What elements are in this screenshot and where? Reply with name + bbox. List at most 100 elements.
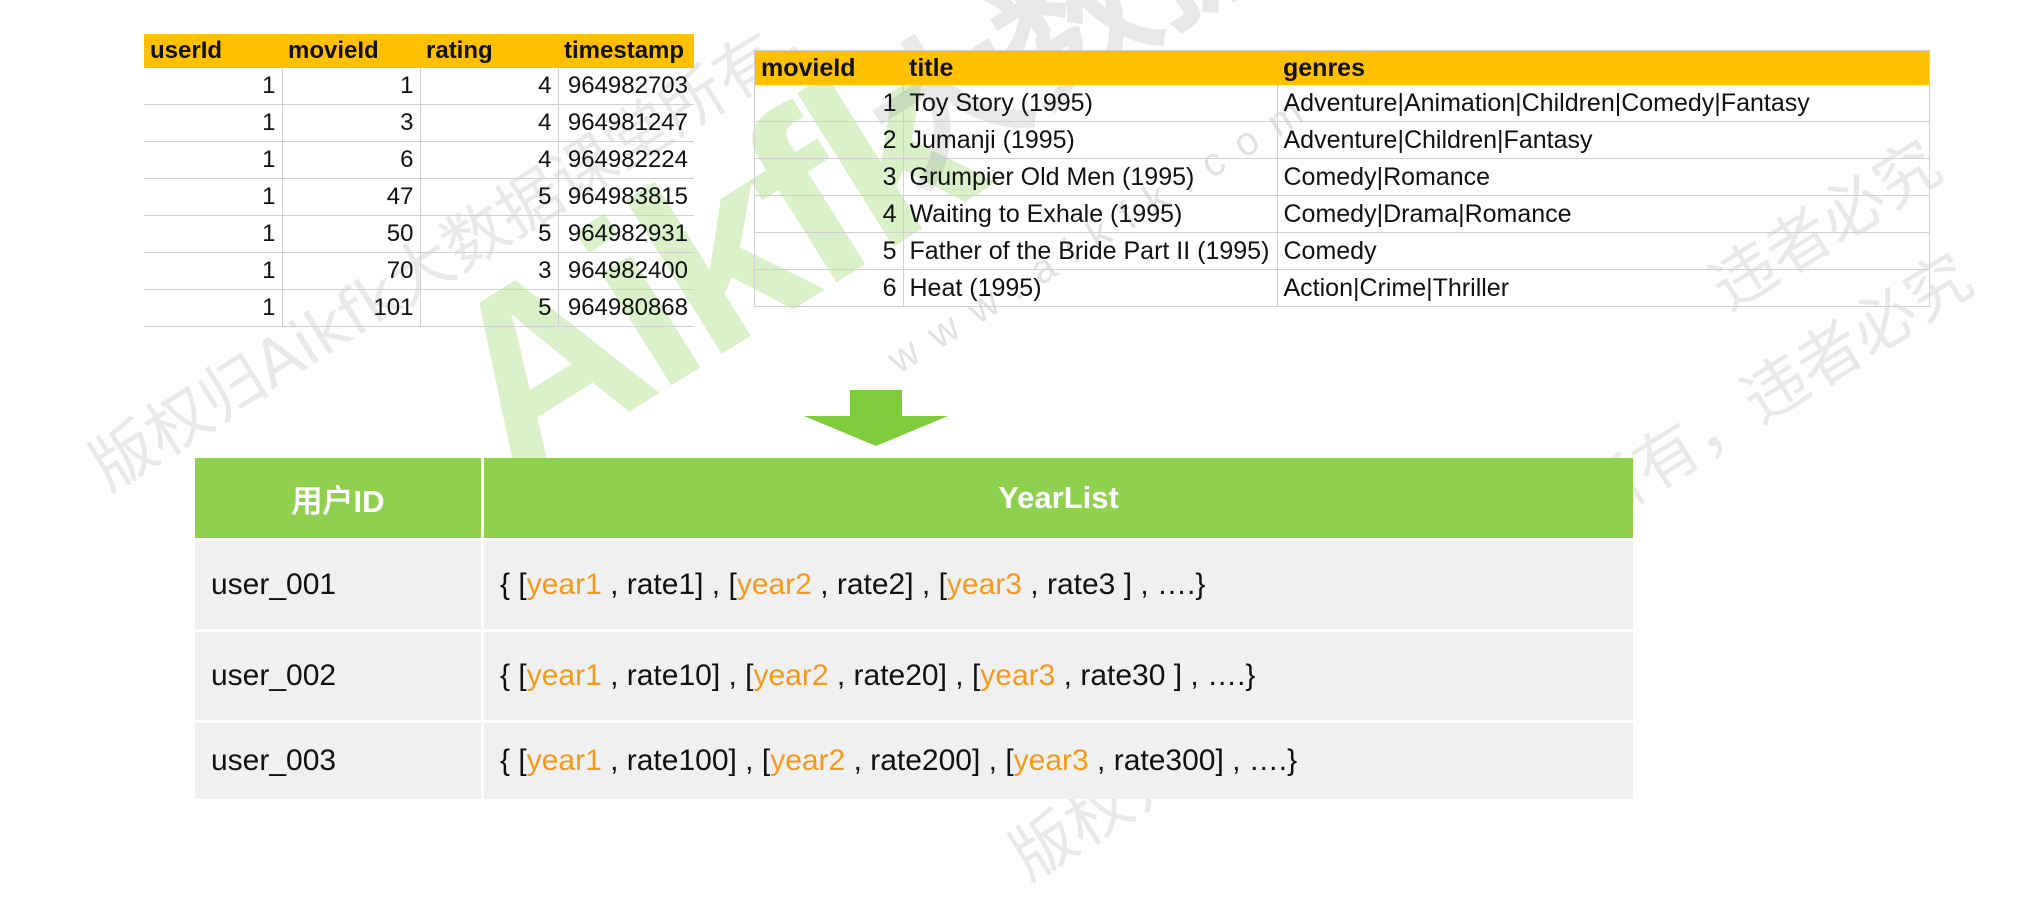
- ratings-cell-movieid: 50: [282, 215, 421, 253]
- ratings-cell-timestamp: 964981247: [558, 104, 694, 142]
- year-token: year3: [1013, 744, 1089, 777]
- list-text: , rate1] , [: [601, 568, 737, 601]
- movies-cell-title: Heat (1995): [902, 269, 1277, 307]
- ratings-cell-timestamp: 964982224: [558, 141, 694, 179]
- year-token: year3: [980, 659, 1056, 692]
- ratings-cell-timestamp: 964982931: [558, 215, 694, 253]
- movies-cell-title: Father of the Bride Part II (1995): [902, 232, 1277, 270]
- ratings-cell-rating: 5: [420, 178, 559, 216]
- movies-header-genres: genres: [1277, 50, 1930, 85]
- ratings-cell-timestamp: 964980868: [558, 289, 694, 327]
- movies-header-title: title: [903, 50, 1277, 85]
- ratings-cell-userid: 1: [144, 289, 283, 327]
- movies-cell-genres: Comedy: [1276, 232, 1930, 270]
- list-text: , rate10] , [: [601, 659, 754, 692]
- movies-cell-movieid: 4: [754, 195, 903, 233]
- result-cell-yearlist: { [year1 , rate10] , [year2 , rate20] , …: [482, 629, 1633, 722]
- movies-cell-genres: Action|Crime|Thriller: [1276, 269, 1930, 307]
- movies-cell-title: Jumanji (1995): [902, 121, 1277, 159]
- ratings-cell-userid: 1: [144, 215, 283, 253]
- ratings-cell-movieid: 70: [282, 252, 421, 290]
- list-text: , rate300] , ….}: [1088, 744, 1298, 777]
- movies-header-movieid: movieId: [754, 50, 903, 85]
- ratings-cell-movieid: 1: [282, 68, 421, 105]
- ratings-cell-rating: 4: [420, 104, 559, 142]
- ratings-cell-userid: 1: [144, 68, 283, 105]
- ratings-cell-timestamp: 964982703: [558, 68, 694, 105]
- result-cell-user: user_002: [195, 629, 484, 722]
- list-text: , rate100] , [: [601, 744, 771, 777]
- result-cell-user: user_001: [195, 538, 484, 631]
- year-token: year1: [526, 659, 602, 692]
- ratings-cell-userid: 1: [144, 104, 283, 142]
- list-text: { [: [500, 744, 527, 777]
- result-body: user_001{ [year1 , rate1] , [year2 , rat…: [195, 538, 1633, 799]
- ratings-header-userid: userId: [144, 34, 282, 68]
- ratings-header-timestamp: timestamp: [558, 34, 694, 68]
- movies-cell-movieid: 5: [754, 232, 903, 270]
- ratings-cell-movieid: 101: [282, 289, 421, 327]
- ratings-cell-movieid: 47: [282, 178, 421, 216]
- result-header-row: 用户ID YearList: [195, 458, 1633, 540]
- result-header-userid: 用户ID: [195, 458, 484, 540]
- result-row: user_001{ [year1 , rate1] , [year2 , rat…: [195, 538, 1633, 631]
- movies-cell-title: Waiting to Exhale (1995): [902, 195, 1277, 233]
- ratings-header-rating: rating: [420, 34, 558, 68]
- movies-cell-movieid: 1: [754, 85, 903, 122]
- ratings-cell-userid: 1: [144, 178, 283, 216]
- movies-cell-movieid: 2: [754, 121, 903, 159]
- year-token: year2: [770, 744, 846, 777]
- movies-header-row: movieId title genres: [754, 50, 1930, 85]
- list-text: { [: [500, 568, 527, 601]
- year-token: year2: [753, 659, 829, 692]
- result-header-yearlist: YearList: [482, 458, 1633, 540]
- ratings-cell-rating: 3: [420, 252, 559, 290]
- down-arrow-icon: [804, 390, 948, 446]
- ratings-header-movieid: movieId: [282, 34, 420, 68]
- list-text: , rate20] , [: [828, 659, 981, 692]
- ratings-cell-timestamp: 964982400: [558, 252, 694, 290]
- list-text: , rate2] , [: [811, 568, 947, 601]
- list-text: , rate3 ] , ….}: [1021, 568, 1206, 601]
- ratings-cell-userid: 1: [144, 141, 283, 179]
- result-table: 用户ID YearList user_001{ [year1 , rate1] …: [195, 458, 1633, 799]
- result-cell-yearlist: { [year1 , rate100] , [year2 , rate200] …: [482, 720, 1633, 799]
- movies-cell-title: Toy Story (1995): [902, 85, 1277, 122]
- ratings-cell-rating: 5: [420, 289, 559, 327]
- ratings-cell-rating: 4: [420, 141, 559, 179]
- movies-cell-genres: Adventure|Children|Fantasy: [1276, 121, 1930, 159]
- result-row: user_002{ [year1 , rate10] , [year2 , ra…: [195, 629, 1633, 722]
- year-token: year1: [526, 568, 602, 601]
- result-cell-yearlist: { [year1 , rate1] , [year2 , rate2] , [y…: [482, 538, 1633, 631]
- list-text: , rate200] , [: [845, 744, 1014, 777]
- movies-cell-movieid: 6: [754, 269, 903, 307]
- ratings-cell-rating: 4: [420, 68, 559, 105]
- ratings-header-row: userId movieId rating timestamp: [144, 34, 694, 68]
- ratings-cell-movieid: 3: [282, 104, 421, 142]
- year-token: year2: [736, 568, 812, 601]
- list-text: , rate30 ] , ….}: [1055, 659, 1256, 692]
- ratings-cell-timestamp: 964983815: [558, 178, 694, 216]
- result-cell-user: user_003: [195, 720, 484, 799]
- ratings-cell-userid: 1: [144, 252, 283, 290]
- movies-cell-title: Grumpier Old Men (1995): [902, 158, 1277, 196]
- result-row: user_003{ [year1 , rate100] , [year2 , r…: [195, 720, 1633, 799]
- movies-cell-genres: Comedy|Romance: [1276, 158, 1930, 196]
